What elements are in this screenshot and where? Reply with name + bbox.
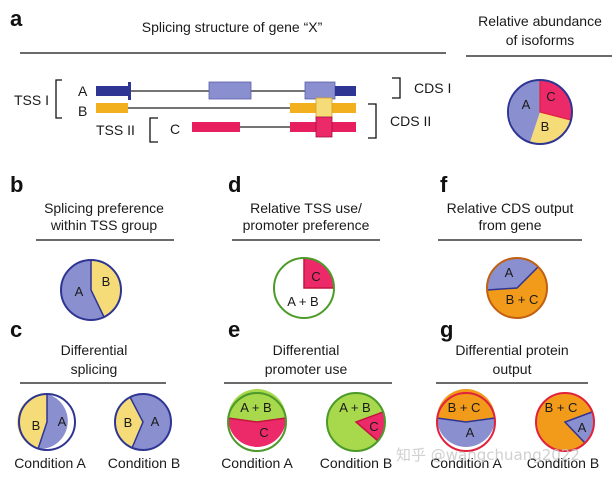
pie-e1-label-c: C [259, 425, 268, 440]
panel-d-title-2: promoter preference [243, 217, 370, 233]
pie-d-label-c: C [311, 269, 320, 284]
panel-d-title-1: Relative TSS use/ [250, 200, 362, 216]
pie-tss-use: C A + B [273, 257, 335, 319]
pie-d-label-ab: A + B [287, 294, 318, 309]
pie-g1-label-bc: B + C [448, 400, 481, 415]
cds1-label: CDS I [414, 80, 451, 96]
pie-protein-condition-a: B + C A [436, 389, 496, 452]
pie-protein-condition-b: B + C A [535, 392, 595, 452]
pie-c1-label-b: B [32, 418, 41, 433]
pie-g2-label-a: A [578, 420, 587, 435]
tss2-bracket [149, 117, 158, 143]
pie-e1-label-ab: A + B [240, 400, 271, 415]
panel-letter-b: b [10, 172, 23, 197]
cds1-bracket [392, 77, 401, 99]
pie-a-label-c: C [546, 89, 555, 104]
pie-splicing-condition-b: A B [114, 393, 172, 451]
panel-g-condition-b: Condition B [527, 455, 599, 471]
pie-e2-label-c: C [369, 419, 378, 434]
panel-e-condition-b: Condition B [320, 455, 392, 471]
panel-letter-c: c [10, 317, 22, 342]
panel-e-condition-a: Condition A [221, 455, 293, 471]
panel-c-condition-a: Condition A [14, 455, 86, 471]
panel-g-title-1: Differential protein [455, 342, 568, 358]
pie-c2-label-a: A [151, 414, 160, 429]
panel-f-title-2: from gene [478, 217, 541, 233]
pie-cds-output: A B + C [486, 257, 548, 319]
panel-a-side-title-1: Relative abundance [478, 13, 602, 29]
isoform-label-a: A [78, 83, 88, 99]
pie-b-label-a: A [75, 284, 84, 299]
panel-a-side-title-2: of isoforms [506, 32, 574, 48]
panel-g-title-2: output [493, 361, 532, 377]
pie-g2-label-bc: B + C [545, 400, 578, 415]
transcript-c [192, 116, 356, 138]
panel-e-title-1: Differential [273, 342, 340, 358]
transcript-a [96, 81, 356, 100]
panel-c-title-2: splicing [71, 361, 118, 377]
pie-isoform-abundance: A C B [507, 79, 573, 145]
pie-promoter-condition-a: A + B C [227, 389, 287, 452]
tss1-label: TSS I [14, 92, 49, 108]
panel-g-condition-a: Condition A [430, 455, 502, 471]
panel-letter-a: a [10, 6, 23, 31]
tss2-label: TSS II [96, 122, 135, 138]
pie-e2-label-ab: A + B [339, 400, 370, 415]
transcript-b [96, 97, 356, 119]
pie-splicing-preference: A B [60, 259, 122, 321]
panel-e-title-2: promoter use [265, 361, 348, 377]
pie-c1-label-a: A [58, 414, 67, 429]
pie-a-label-b: B [541, 119, 550, 134]
pie-f-label-a: A [505, 265, 514, 280]
pie-b-label-b: B [102, 274, 111, 289]
cds2-bracket [368, 103, 377, 139]
panel-letter-f: f [440, 172, 448, 197]
panel-a-title: Splicing structure of gene “X” [142, 19, 323, 35]
panel-c-title-1: Differential [61, 342, 128, 358]
panel-letter-g: g [440, 317, 453, 342]
pie-a-label-a: A [522, 97, 531, 112]
watermark-text: 知乎 @wangchuang2022 [396, 446, 580, 464]
panel-c-condition-b: Condition B [108, 455, 180, 471]
pie-g1-label-a: A [466, 425, 475, 440]
panel-letter-e: e [228, 317, 240, 342]
isoform-label-c: C [170, 121, 180, 137]
panel-b-title-1: Splicing preference [44, 200, 164, 216]
pie-splicing-condition-a: A B [17, 393, 76, 451]
panel-b-title-2: within TSS group [50, 217, 158, 233]
pie-f-label-bc: B + C [506, 292, 539, 307]
pie-c2-label-b: B [124, 415, 133, 430]
tss1-bracket [55, 79, 62, 119]
pie-promoter-condition-b: A + B C [326, 392, 386, 452]
isoform-label-b: B [78, 103, 87, 119]
cds2-label: CDS II [390, 113, 431, 129]
panel-letter-d: d [228, 172, 241, 197]
panel-f-title-1: Relative CDS output [447, 200, 574, 216]
